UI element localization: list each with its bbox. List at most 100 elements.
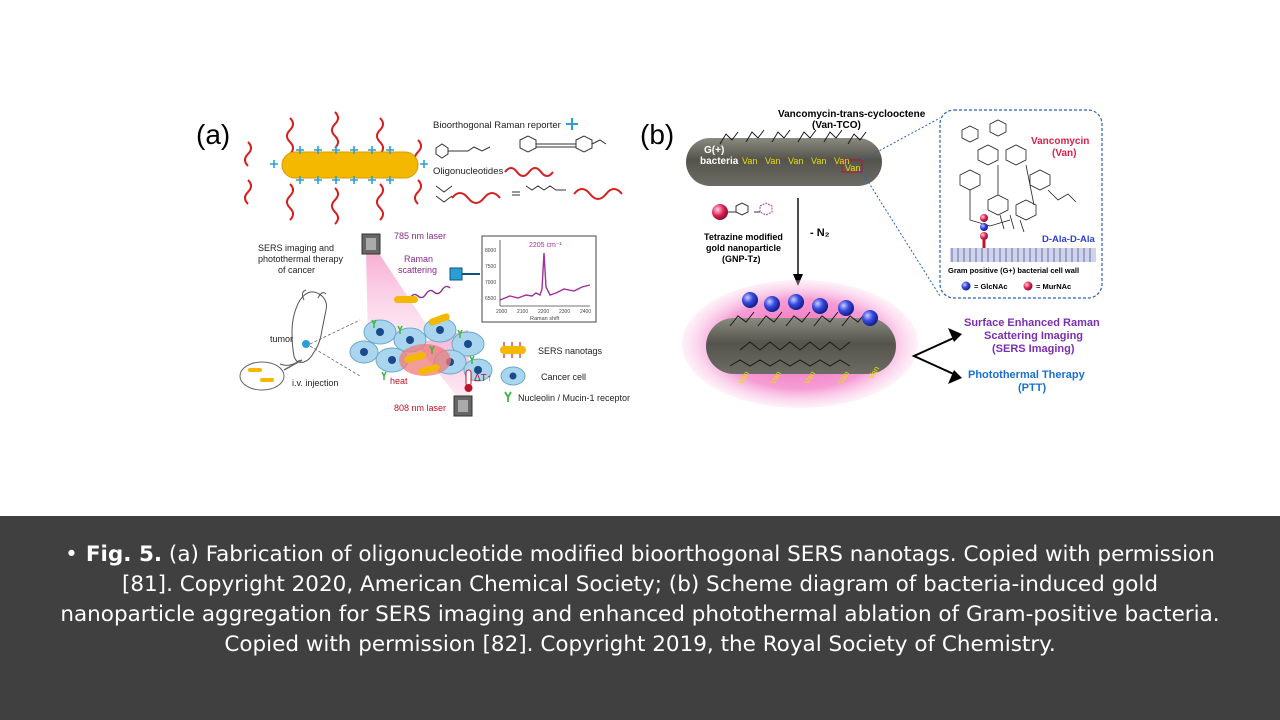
vancomycin-label: Vancomycin: [1031, 136, 1089, 147]
ptt-line1: Photothermal Therapy: [968, 369, 1086, 381]
branch-arrows: [911, 335, 959, 377]
oligo-strand: [286, 117, 294, 155]
spectrum-trace: [499, 252, 591, 301]
spectrum-y-tick: 6500: [485, 296, 496, 302]
sers-line1: Surface Enhanced Raman: [964, 317, 1100, 329]
spectrum-y-tick: 8000: [485, 248, 496, 254]
van-tco-line1: Vancomycin-trans-cyclooctene: [778, 109, 926, 120]
van-label: Van: [742, 156, 757, 166]
legend-reporter: Bioorthogonal Raman reporter: [433, 120, 561, 131]
spectrum-x-tick: 2100: [517, 309, 528, 315]
oligo-strand: [331, 187, 339, 225]
van-label: Van: [811, 156, 826, 166]
van-label: Van: [845, 163, 860, 173]
raman-reporter-marks: [270, 146, 428, 184]
injection-inset: [239, 359, 303, 391]
dala-label: D-Ala-D-Ala: [1042, 234, 1095, 245]
bacteria-label: bacteria: [700, 156, 739, 167]
gnp-line3: (GNP-Tz): [722, 254, 761, 264]
tumor-label: tumor: [270, 334, 293, 344]
reaction-arrow-head: [793, 274, 803, 286]
sers-title-line1: SERS imaging and: [258, 243, 334, 253]
oligo-strand: [286, 183, 294, 221]
ptt-line2: (PTT): [1018, 382, 1046, 394]
arrow-head-down: [948, 370, 962, 384]
murnac-icon: [1023, 281, 1033, 291]
cancer-cell-legend-icon: [500, 366, 526, 386]
raman-scattering-line1: Raman: [404, 254, 433, 264]
vancomycin-abbrev: (Van): [1052, 148, 1076, 159]
oligo-legend-icon: [504, 167, 554, 177]
figure-5: (a): [196, 109, 1103, 417]
bullet: •: [65, 542, 78, 567]
nanotag-diagram: [244, 111, 428, 225]
gnp-tz-icon: [712, 202, 773, 220]
gold-nanorod: [281, 151, 419, 179]
mouse-outline: [279, 289, 327, 366]
oligo-strand: [244, 179, 252, 205]
caption-text: (a) Fabrication of oligonucleotide modif…: [60, 542, 1220, 657]
spectrum-y-tick: 7500: [485, 264, 496, 270]
murnac-label: = MurNAc: [1036, 282, 1071, 291]
raman-spectrum-inset: 2205 cm⁻¹ 8000 7500 7000 6500 2000 2100 …: [481, 235, 597, 323]
spectrum-x-tick: 2400: [580, 309, 591, 315]
n2-label: - N₂: [810, 227, 830, 239]
reporter-structure: [435, 135, 607, 159]
legend-nanotags: SERS nanotags: [538, 346, 603, 356]
bacterium-top: [686, 129, 882, 186]
van-tco-line2: (Van-TCO): [812, 120, 861, 131]
nanotag-legend-icon: [500, 342, 526, 358]
van-label: Van: [765, 156, 780, 166]
sers-line2: Scattering Imaging: [984, 330, 1083, 342]
glcnac-label: = GlcNAc: [974, 282, 1008, 291]
cancer-cell-cluster: [349, 296, 493, 382]
oligo-strand: [376, 117, 384, 155]
linker-structure: [435, 185, 623, 204]
oligo-strand: [244, 141, 252, 167]
spectrum-y-tick: 7000: [485, 280, 496, 286]
gnp-line2: gold nanoparticle: [706, 243, 781, 253]
caption-fig-label: Fig. 5.: [85, 542, 163, 567]
spectrum-x-tick: 2200: [538, 309, 549, 315]
van-label: Van: [788, 156, 803, 166]
gplus-label: G(+): [704, 145, 724, 156]
zoom-line: [309, 319, 361, 377]
oligo-strand: [331, 111, 339, 149]
caption-band: [0, 516, 1280, 720]
sers-line3: (SERS Imaging): [992, 343, 1075, 355]
spectrum-x-tick: 2000: [496, 309, 507, 315]
spectrum-peak-label: 2205 cm⁻¹: [529, 242, 563, 249]
sers-title-line2: photothermal therapy: [258, 254, 344, 264]
sers-title-line3: of cancer: [278, 265, 315, 275]
bacterium-aggregated: [682, 280, 918, 408]
detector-icon: [449, 267, 480, 281]
laser-785-label: 785 nm laser: [394, 231, 446, 241]
van-label: Van: [834, 156, 849, 166]
laser-808-label: 808 nm laser: [394, 403, 446, 413]
spectrum-xlabel: Raman shift: [530, 316, 560, 322]
reporter-star-icon: [566, 118, 578, 130]
arrow-head-up: [948, 328, 962, 342]
panel-b-label: (b): [640, 119, 674, 150]
tumor-marker: [302, 340, 310, 348]
raman-scattering-line2: scattering: [398, 265, 437, 275]
glcnac-icon: [961, 281, 971, 291]
injection-label: i.v. injection: [292, 378, 338, 388]
gnp-line1: Tetrazine modified: [704, 232, 783, 242]
panel-a: (a): [196, 111, 630, 417]
receptor-legend-icon: [504, 391, 512, 402]
figure-caption: • Fig. 5. (a) Fabrication of oligonucleot…: [60, 540, 1220, 660]
raman-wave: [409, 285, 451, 299]
oligo-strand: [376, 183, 384, 221]
spectrum-x-tick: 2300: [559, 309, 570, 315]
cell-wall-label: Gram positive (G+) bacterial cell wall: [948, 266, 1079, 275]
cell-wall-membrane: [950, 248, 1096, 262]
legend-cancer-cell: Cancer cell: [541, 372, 586, 382]
legend-receptor: Nucleolin / Mucin-1 receptor: [518, 393, 630, 403]
heat-label: heat: [390, 376, 408, 386]
oligo-strand: [414, 179, 422, 205]
delta-t-label: ΔT↑: [474, 373, 492, 384]
thermometer-icon: [464, 369, 473, 392]
panel-b: (b) Vancomycin-trans-cyclooctene (Van-TC…: [640, 109, 1103, 408]
